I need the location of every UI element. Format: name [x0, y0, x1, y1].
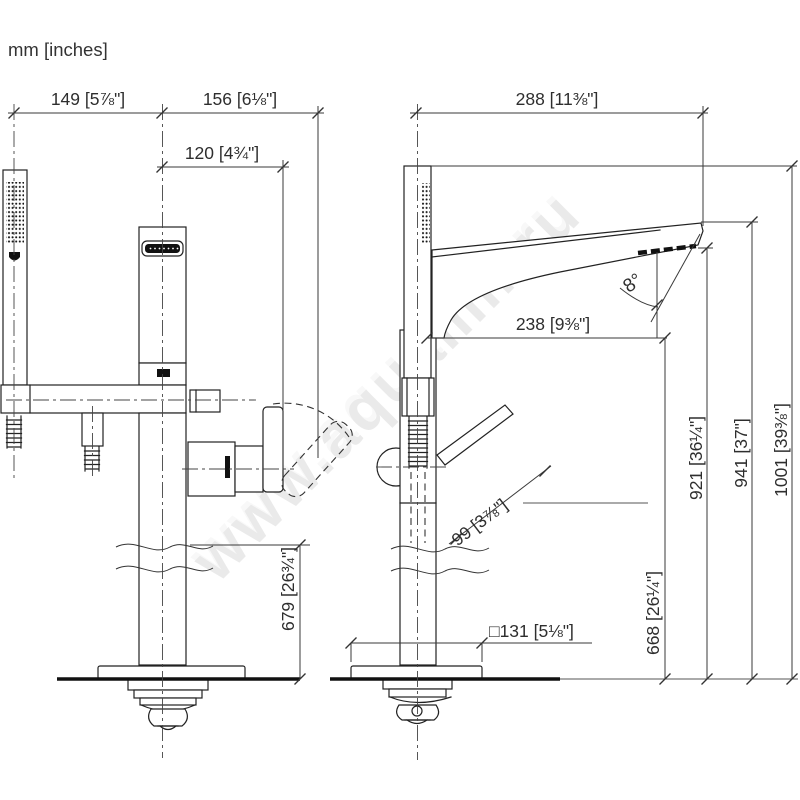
dim-238-label: 238 [9⅜"] [516, 314, 590, 334]
units-label: mm [inches] [8, 39, 108, 60]
break-lines [115, 543, 490, 575]
dim-921-label: 921 [36¼"] [686, 416, 706, 500]
dim-131-label: □131 [5⅛"] [489, 621, 574, 641]
shower-face-dots [6, 182, 24, 244]
dim-1001-label: 1001 [39⅜"] [771, 403, 791, 497]
shower-face-dots-side [422, 183, 430, 243]
watermark: www.aquamir.ru www.aquamir.ru [174, 175, 594, 595]
spout [431, 222, 704, 339]
dim-288-label: 288 [11⅜"] [516, 89, 599, 109]
dim-668-label: 668 [26¼"] [643, 571, 663, 655]
shower-bracket [401, 377, 435, 417]
base-plate-side [350, 665, 483, 680]
lever-handle-ghost [272, 402, 353, 498]
hose-arm [0, 384, 187, 414]
base-plate [97, 665, 246, 680]
side-view [350, 165, 704, 725]
dim-941-label: 941 [37"] [731, 418, 751, 487]
dim-99-label: 99 [3⅞"] [448, 495, 511, 550]
hose-coil [5, 412, 104, 472]
dim-120-label: 120 [4¾"] [185, 143, 259, 163]
lever-side [436, 404, 514, 466]
lever-handle [187, 406, 284, 497]
dim-156-label: 156 [6⅛"] [203, 89, 277, 109]
diverter-knob [189, 389, 221, 413]
hose-coil-side [407, 416, 429, 469]
aerator [637, 243, 697, 256]
front-view [0, 169, 353, 731]
hand-shower [2, 169, 28, 386]
hidden-hose [410, 472, 426, 543]
dim-149-label: 149 [5⅞"] [51, 89, 125, 109]
dim-679-label: 679 [26¾"] [278, 547, 298, 631]
angle-8-label: 8° [619, 270, 646, 298]
centerlines [6, 104, 448, 760]
underfloor-fitting [127, 678, 209, 731]
